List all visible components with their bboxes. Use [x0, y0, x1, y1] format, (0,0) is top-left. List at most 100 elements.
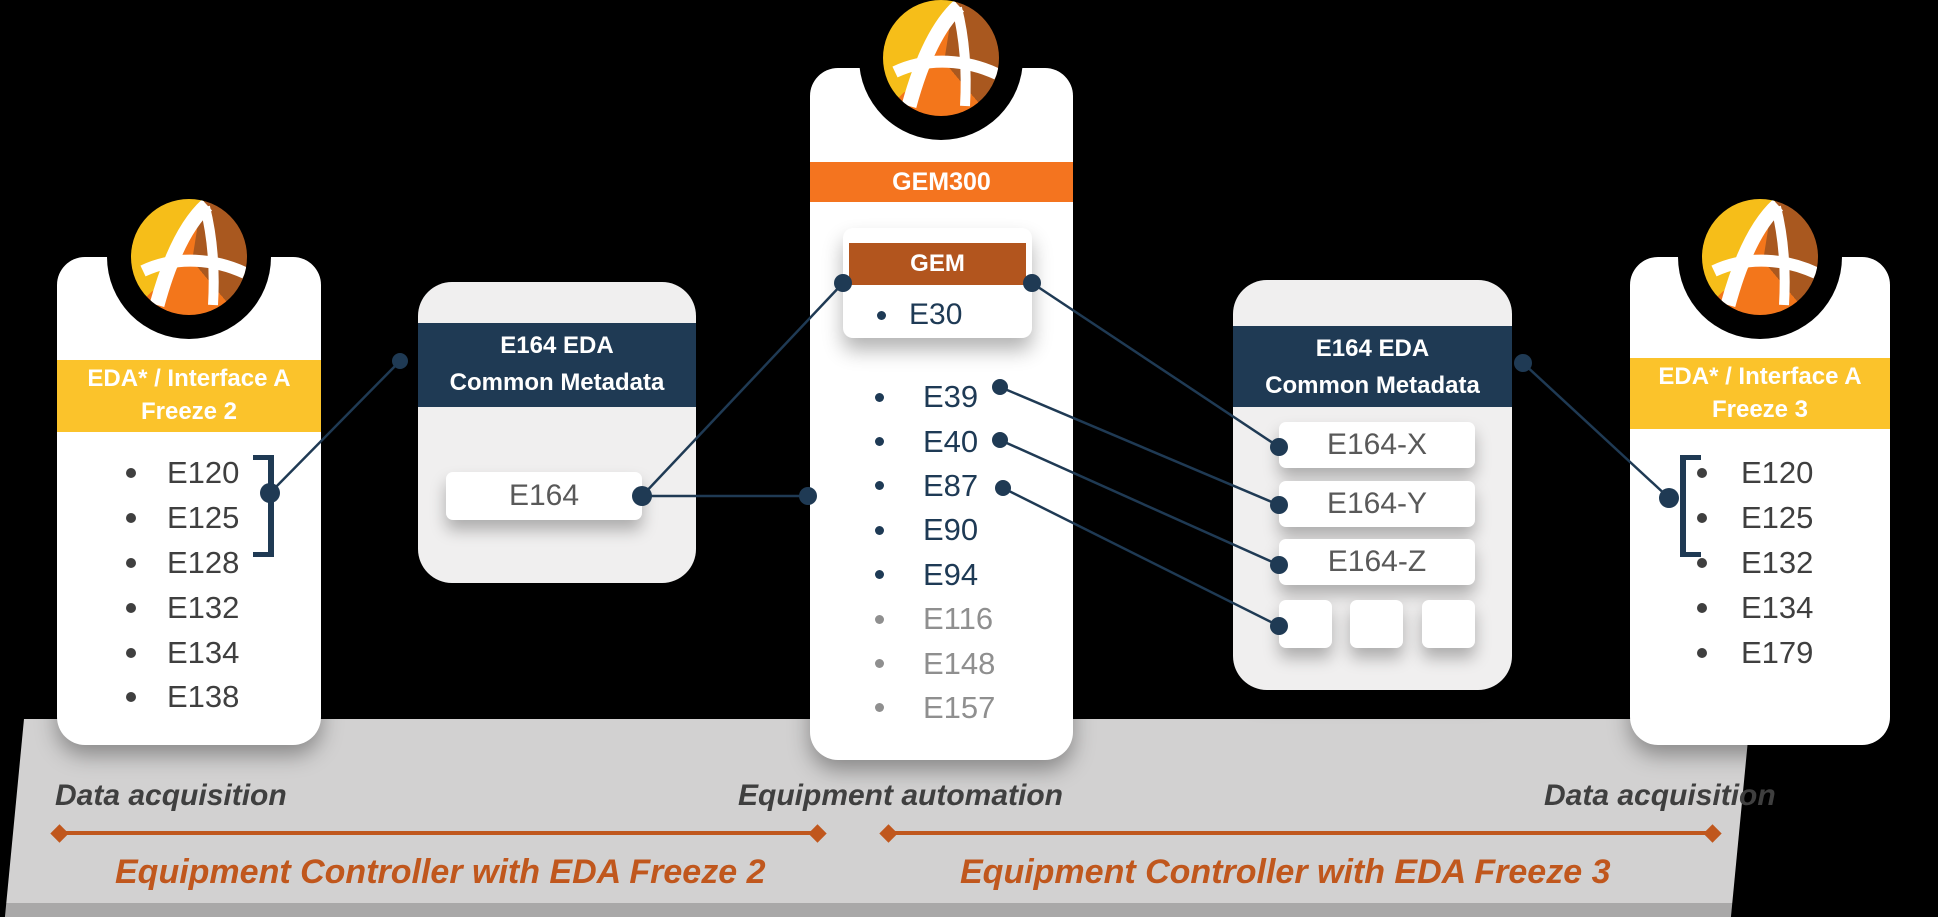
list-item: E120 — [1630, 451, 1890, 496]
list-item-label: E157 — [923, 689, 996, 725]
bullet-icon — [1697, 557, 1707, 568]
standards-list: E120 E125 E132 E134 E179 — [1630, 451, 1890, 675]
list-item: E134 — [57, 630, 321, 675]
list-item: E125 — [57, 496, 321, 541]
list-item: E138 — [57, 675, 321, 720]
group-bracket-right — [253, 455, 274, 557]
list-item-label: E40 — [923, 423, 979, 459]
list-item-label: E125 — [167, 500, 240, 536]
empty-box-1 — [1279, 600, 1332, 648]
card-e164-common-metadata-left: E164 EDA Common Metadata E164 — [418, 282, 696, 583]
list-item-label: E120 — [1741, 455, 1814, 491]
bullet-icon — [126, 647, 136, 658]
list-item: E179 — [1630, 630, 1890, 675]
list-item-label: E39 — [923, 379, 979, 415]
agileo-logo-icon — [1702, 199, 1818, 315]
bullet-icon — [875, 525, 884, 535]
e164-x-box: E164-X — [1279, 422, 1475, 468]
bullet-icon — [875, 570, 884, 580]
freeze2-span-arrow — [58, 831, 819, 835]
header-line2: Freeze 3 — [1711, 396, 1809, 423]
list-item: E120 — [57, 451, 321, 496]
group-bracket-left — [1680, 455, 1701, 557]
list-item: E134 — [1630, 585, 1890, 630]
list-item-label: E120 — [167, 455, 240, 491]
empty-box-3 — [1422, 600, 1475, 648]
card-header-eda-freeze3: EDA* / Interface A Freeze 3 — [1630, 358, 1890, 429]
bullet-icon — [1697, 468, 1707, 479]
list-item: E87 — [810, 464, 1073, 508]
list-item: E125 — [1630, 496, 1890, 541]
bullet-icon — [126, 468, 136, 479]
e164-y-box: E164-Y — [1279, 481, 1475, 527]
list-item: E116 — [810, 597, 1073, 641]
list-item-label: E90 — [923, 512, 979, 548]
list-item-label: E87 — [923, 467, 979, 503]
bullet-icon — [1697, 513, 1707, 524]
list-item: E132 — [1630, 541, 1890, 586]
zone-label-equipment-automation: Equipment automation — [738, 779, 1063, 812]
list-item: E148 — [810, 641, 1073, 685]
agileo-logo-icon — [131, 199, 247, 315]
list-item: E40 — [810, 419, 1073, 463]
card-eda-freeze2: EDA* / Interface A Freeze 2 E120 E125 E1… — [57, 175, 321, 745]
list-item-label: E128 — [167, 544, 240, 580]
zone-label-data-acquisition-right: Data acquisition — [1544, 779, 1776, 812]
header-line1: EDA* / Interface A — [87, 365, 291, 392]
gem-box: GEM E30 — [843, 228, 1032, 338]
list-item-label: E134 — [167, 634, 240, 670]
card-header-gem300: GEM300 — [810, 162, 1073, 202]
floor-slab-front-edge — [4, 903, 1733, 917]
list-item-label: E125 — [1741, 500, 1814, 536]
bullet-icon — [126, 513, 136, 524]
bullet-icon — [126, 557, 136, 568]
header-line1: E164 EDA — [500, 332, 614, 359]
header-line1: EDA* / Interface A — [1658, 363, 1862, 390]
card-header-e164-left: E164 EDA Common Metadata — [418, 323, 696, 407]
bullet-icon — [875, 392, 884, 402]
e164-box: E164 — [446, 472, 642, 520]
empty-box-2 — [1350, 600, 1403, 648]
arrow-label-freeze3: Equipment Controller with EDA Freeze 3 — [960, 853, 1611, 891]
bullet-icon — [1697, 602, 1707, 613]
card-eda-freeze3: EDA* / Interface A Freeze 3 E120 E125 E1… — [1630, 175, 1890, 745]
list-item-label: E132 — [1741, 544, 1814, 580]
bullet-icon — [875, 614, 884, 624]
e164-z-box: E164-Z — [1279, 539, 1475, 585]
agileo-logo-icon — [883, 0, 999, 116]
list-item: E128 — [57, 541, 321, 586]
bullet-icon — [877, 310, 886, 320]
standards-list: E39 E40 E87 E90 E94 E116 E148 E157 — [810, 375, 1073, 730]
list-item-label: E134 — [1741, 589, 1814, 625]
list-item-label: E179 — [1741, 634, 1814, 670]
standards-list: E120 E125 E128 E132 E134 E138 — [57, 451, 321, 720]
card-header-e164-right: E164 EDA Common Metadata — [1233, 326, 1512, 407]
list-item: E157 — [810, 686, 1073, 730]
bullet-icon — [126, 692, 136, 703]
header-line1: E164 EDA — [1315, 335, 1430, 362]
bullet-icon — [875, 703, 884, 713]
list-item-label: E94 — [923, 556, 979, 592]
bullet-icon — [875, 437, 884, 447]
list-item-label: E138 — [167, 679, 240, 715]
card-e164-common-metadata-right: E164 EDA Common Metadata E164-X E164-Y E… — [1233, 280, 1512, 690]
header-line2: Common Metadata — [1265, 372, 1480, 399]
list-item-label: E116 — [923, 601, 994, 637]
freeze3-span-arrow — [887, 831, 1714, 835]
list-item: E90 — [810, 508, 1073, 552]
gem-box-item: E30 — [843, 294, 1032, 336]
header-line2: Common Metadata — [449, 369, 665, 396]
arrow-label-freeze2: Equipment Controller with EDA Freeze 2 — [115, 853, 766, 891]
card-header-eda-freeze2: EDA* / Interface A Freeze 2 — [57, 360, 321, 432]
bullet-icon — [875, 659, 884, 669]
header-line2: Freeze 2 — [140, 398, 238, 425]
list-item: E39 — [810, 375, 1073, 419]
gem-box-header: GEM — [849, 243, 1026, 285]
card-gem300: GEM300 GEM E30 E39 E40 E87 E90 E94 E116 … — [810, 0, 1073, 760]
bullet-icon — [1697, 647, 1707, 658]
zone-label-data-acquisition-left: Data acquisition — [55, 779, 287, 812]
list-item: E132 — [57, 585, 321, 630]
list-item-label: E30 — [909, 298, 963, 331]
bullet-icon — [875, 481, 884, 491]
list-item-label: E132 — [167, 589, 240, 625]
